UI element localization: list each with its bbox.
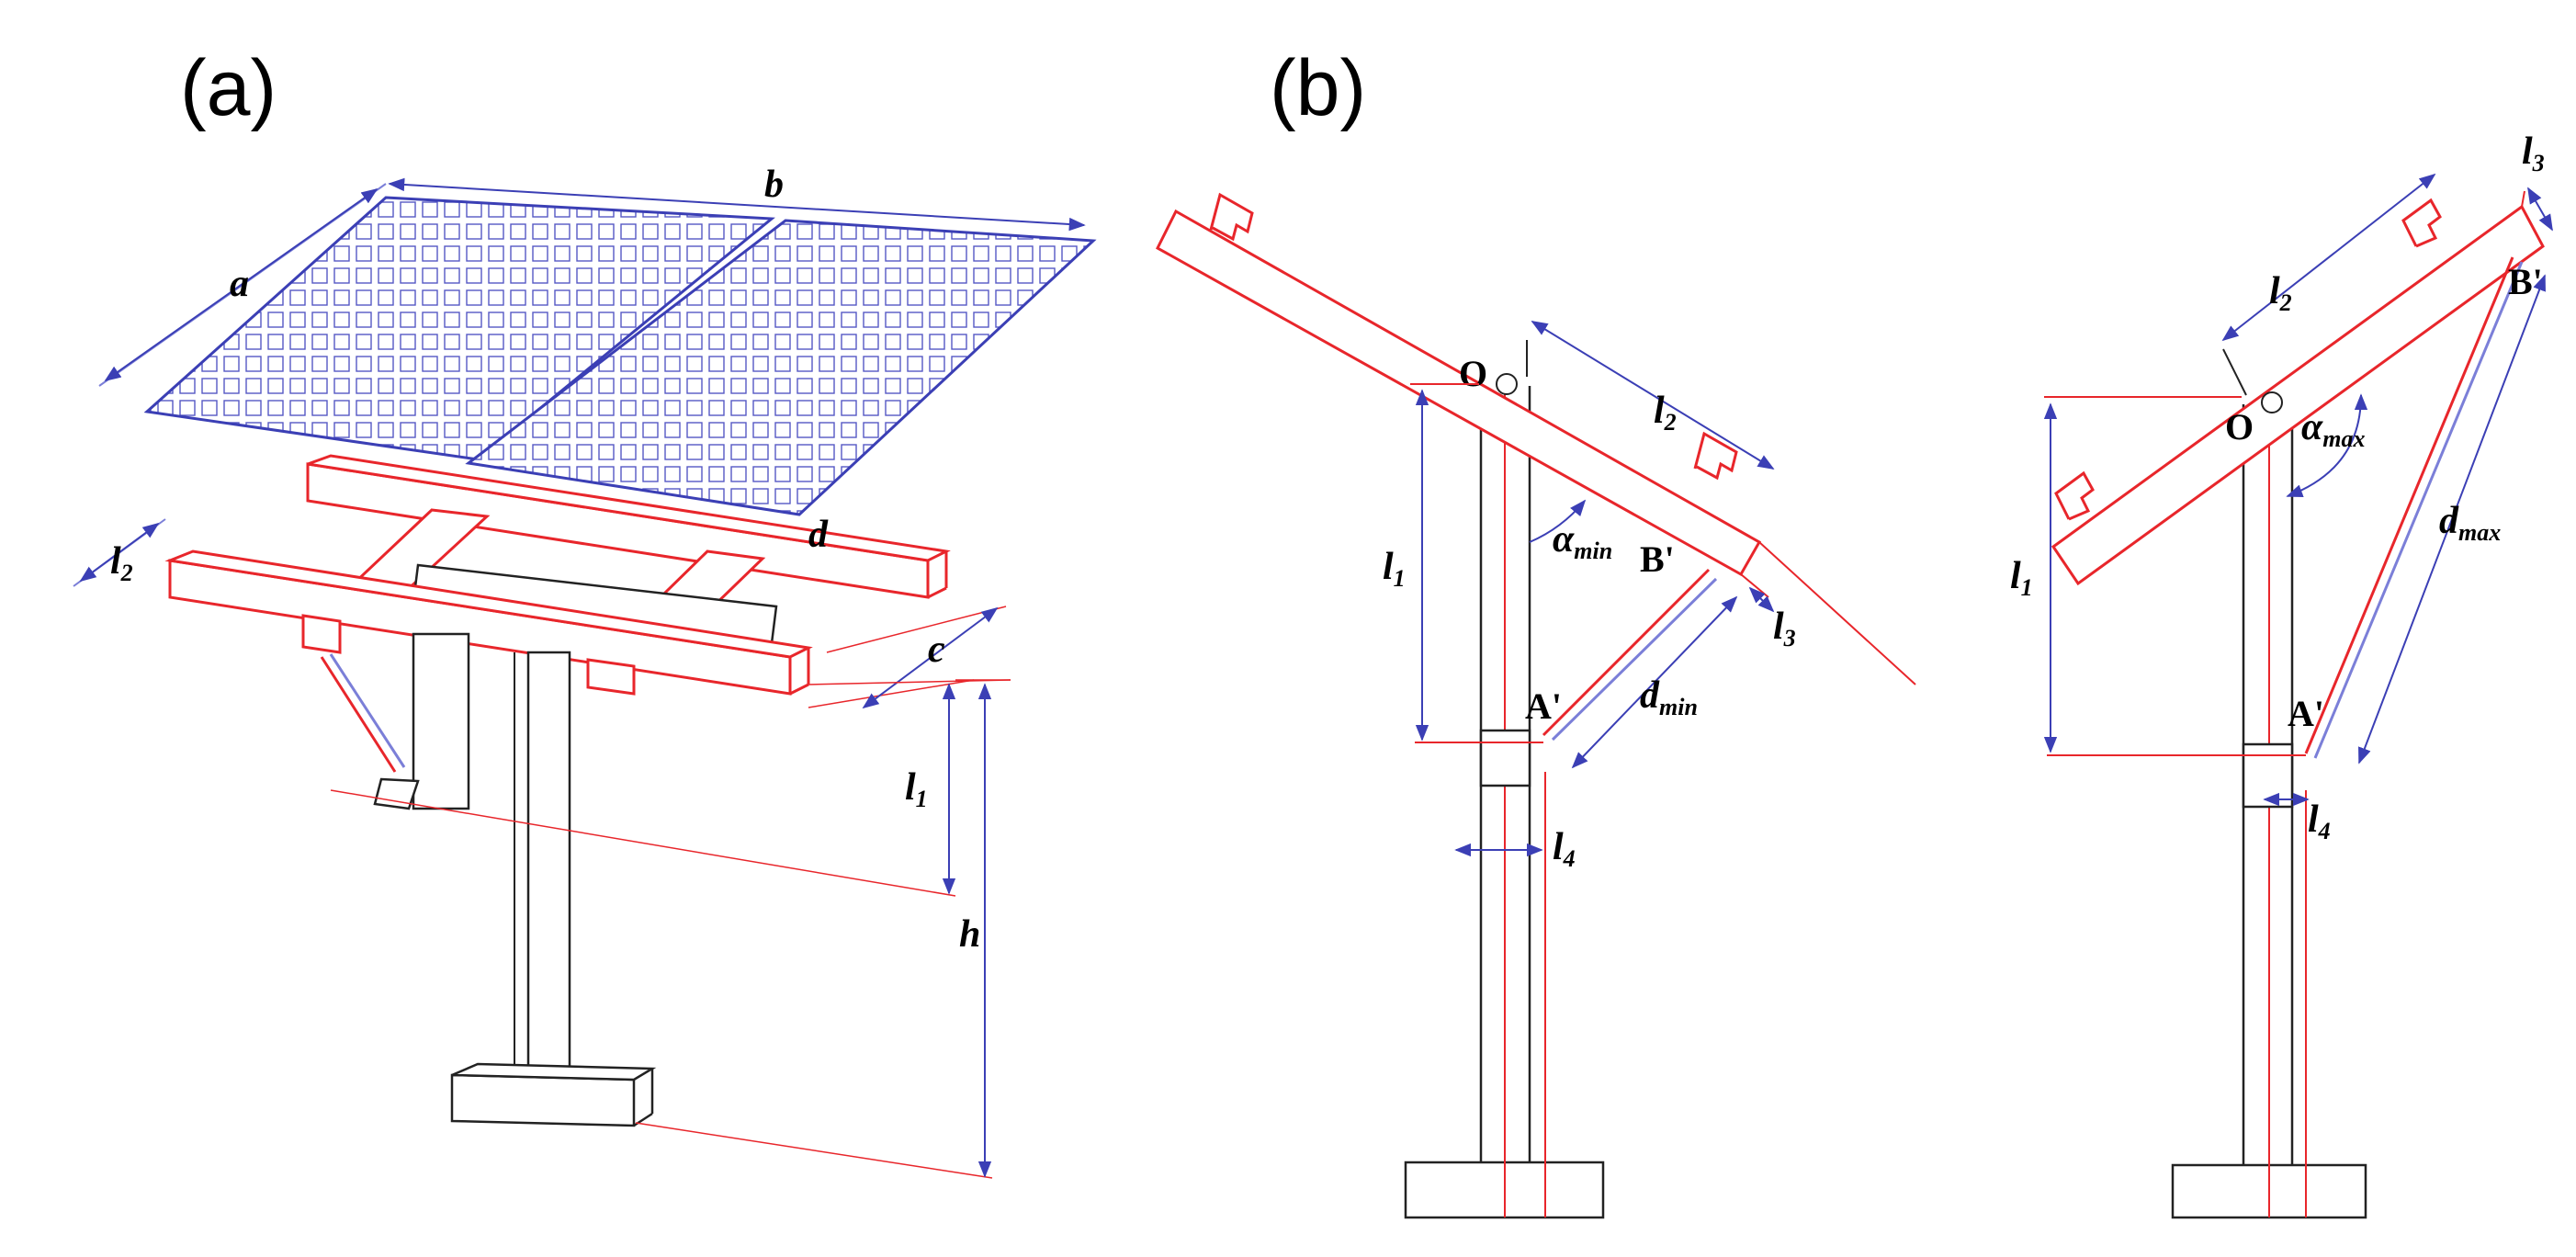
dimension-a: a	[98, 183, 387, 387]
dimension-l2-a: l2	[73, 518, 166, 587]
config-min-tilt: O l1 l2 αmin B' A' dmin l3 l4	[1156, 192, 1916, 1219]
dimension-h: h	[635, 679, 1011, 1179]
dim-label-l1-max: l1	[2010, 555, 2033, 601]
dim-label-l4-min: l4	[1553, 826, 1576, 872]
solar-modules	[143, 196, 1097, 516]
bracket-left	[301, 614, 342, 654]
pivot-O-max	[2261, 391, 2283, 413]
panel-a: (a) a b d	[73, 44, 1097, 1179]
dimension-b: b	[388, 164, 1086, 232]
dim-label-l1-min: l1	[1383, 546, 1406, 592]
bracket-right	[586, 658, 636, 696]
point-label-B-min: B'	[1640, 538, 1675, 580]
dim-label-b: b	[764, 164, 784, 206]
post-assembly	[320, 632, 657, 1127]
panel-b: (b) O l1	[1156, 44, 2553, 1219]
panel-a-label: (a)	[180, 44, 277, 132]
dim-label-a: a	[230, 263, 249, 305]
point-label-O-min: O	[1459, 353, 1487, 394]
dim-label-l2-min: l2	[1654, 390, 1677, 436]
dim-label-h: h	[959, 913, 980, 956]
dim-label-d-max: dmax	[2439, 500, 2501, 546]
solar-module-right	[465, 219, 1097, 516]
point-label-A-min: A'	[1525, 685, 1562, 727]
panel-b-label: (b)	[1270, 44, 1366, 132]
pivot-O-min	[1496, 373, 1518, 395]
dim-label-l2-max: l2	[2269, 270, 2292, 316]
dim-label-l3-max: l3	[2522, 130, 2545, 176]
point-label-A-max: A'	[2288, 693, 2324, 734]
upper-beam: d	[306, 454, 951, 599]
dim-label-alpha-min: αmin	[1553, 518, 1612, 564]
dim-label-l4-max: l4	[2308, 798, 2331, 844]
config-max-tilt: O l1 l2 αmax A' B' dmax l3 l4	[2010, 130, 2553, 1219]
dim-label-l3-min: l3	[1773, 606, 1796, 651]
dimension-c: c	[808, 606, 1007, 709]
dim-label-c: c	[928, 628, 945, 671]
point-label-O-max: O	[2225, 406, 2254, 447]
dim-label-alpha-max: αmax	[2301, 406, 2365, 452]
dim-label-d-min: dmin	[1640, 674, 1698, 720]
dim-label-d: d	[808, 514, 829, 556]
dimension-l1-a: l1	[330, 679, 1011, 897]
dim-label-l2-a: l2	[110, 540, 133, 586]
lower-beam	[164, 549, 813, 696]
dim-label-l1-a: l1	[905, 766, 928, 812]
